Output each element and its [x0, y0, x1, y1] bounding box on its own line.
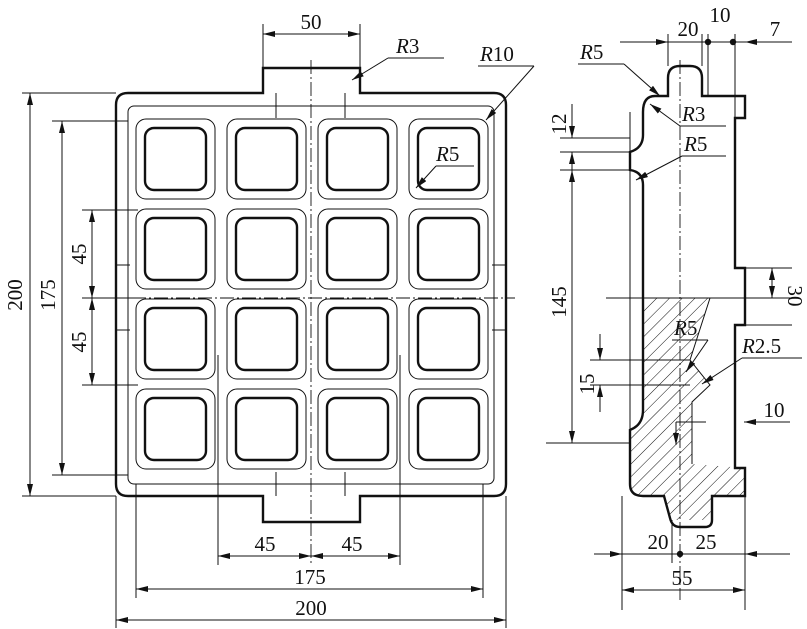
cell-pocket-r2c4 — [416, 216, 481, 282]
side-outline — [628, 64, 747, 529]
cell-pocket-r2c2 — [234, 216, 299, 282]
cell-pocket-r2c1 — [143, 216, 208, 282]
dim-dot-3 — [676, 550, 684, 558]
cell-outer-r2c4 — [408, 208, 489, 290]
label-r5-rib: R5 — [673, 316, 697, 340]
cell-outer-r3c1 — [135, 298, 216, 380]
cell-outer-r4c3 — [317, 388, 398, 470]
label-r5-mid: R5 — [683, 132, 707, 156]
dim-width-inner: 175 — [294, 565, 326, 589]
front-outline — [114, 66, 508, 524]
cell-pocket-r4c1 — [143, 396, 208, 462]
label-r5-cell: R5 — [435, 142, 459, 166]
dim-right-30: 30 — [783, 286, 807, 307]
label-r10-corner: R10 — [479, 42, 514, 66]
side-dimensions: 20 10 7 R5 R3 R5 12 145 15 — [546, 3, 807, 610]
cell-pocket-r4c2 — [234, 396, 299, 462]
cell-pocket-r3c4 — [416, 306, 481, 372]
cell-pocket-r3c1 — [143, 306, 208, 372]
dim-bottom-20: 20 — [648, 530, 669, 554]
cell-outer-r2c1 — [135, 208, 216, 290]
cell-outer-r3c3 — [317, 298, 398, 380]
cell-pocket-r1c3 — [325, 126, 390, 192]
dim-bottom-25: 25 — [696, 530, 717, 554]
cell-pocket-r4c3 — [325, 396, 390, 462]
cell-pocket-r1c4 — [416, 126, 481, 192]
dim-pitch-upper: 45 — [67, 244, 91, 265]
cell-outer-r3c4 — [408, 298, 489, 380]
cell-outer-r1c2 — [226, 118, 307, 200]
label-r3-lug: R3 — [395, 34, 419, 58]
cell-pocket-r4c4 — [416, 396, 481, 462]
cell-pocket-r1c1 — [143, 126, 208, 192]
cell-grid — [135, 118, 489, 470]
label-r3-top: R3 — [681, 102, 705, 126]
dim-height-outer: 200 — [3, 279, 27, 311]
dim-top-c: 7 — [770, 17, 781, 41]
dim-top-a: 20 — [678, 17, 699, 41]
dim-left-15: 15 — [575, 374, 599, 395]
cell-pocket-r3c3 — [325, 306, 390, 372]
dim-rib-10: 10 — [764, 398, 785, 422]
dim-left-12: 12 — [547, 114, 571, 135]
cell-pocket-r3c2 — [234, 306, 299, 372]
front-view — [110, 60, 515, 565]
dim-bottom-pitch-left: 45 — [255, 532, 276, 556]
front-dimensions: 50 200 175 45 45 45 45 175 — [3, 10, 535, 628]
cell-outer-r4c1 — [135, 388, 216, 470]
cell-outer-r2c2 — [226, 208, 307, 290]
dim-top-b: 10 — [710, 3, 731, 27]
dim-left-145: 145 — [547, 286, 571, 318]
cell-outer-r3c2 — [226, 298, 307, 380]
cell-pocket-r1c2 — [234, 126, 299, 192]
cell-outer-r1c3 — [317, 118, 398, 200]
cell-outer-r2c3 — [317, 208, 398, 290]
dim-width-outer: 200 — [295, 596, 327, 620]
dim-bottom-pitch-right: 45 — [342, 532, 363, 556]
dim-bottom-55: 55 — [672, 566, 693, 590]
cell-outer-r4c4 — [408, 388, 489, 470]
cell-outer-r4c2 — [226, 388, 307, 470]
cell-pocket-r2c3 — [325, 216, 390, 282]
section-hatch — [630, 298, 745, 520]
dim-dot-1 — [704, 38, 712, 46]
dim-height-inner: 175 — [36, 279, 60, 311]
dim-pitch-lower: 45 — [67, 332, 91, 353]
label-r5-top: R5 — [579, 40, 603, 64]
dim-lug-width: 50 — [301, 10, 322, 34]
cell-outer-r1c4 — [408, 118, 489, 200]
dim-dot-2 — [729, 38, 737, 46]
cell-outer-r1c1 — [135, 118, 216, 200]
label-r25-rib: R2.5 — [741, 334, 781, 358]
